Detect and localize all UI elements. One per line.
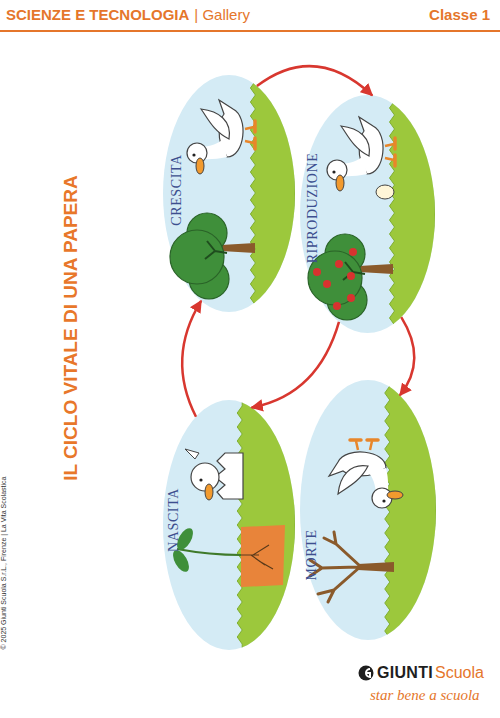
cycle-arrow xyxy=(252,322,339,408)
grass-fill xyxy=(250,75,295,312)
stage-oval: NASCITA xyxy=(163,400,295,650)
stage-oval: MORTE xyxy=(300,380,436,640)
cycle-arrow xyxy=(400,317,414,395)
logo-g-stroke xyxy=(366,669,370,677)
grass-fill xyxy=(237,400,295,650)
cycle-arrow xyxy=(182,301,201,417)
header-rule xyxy=(0,30,500,32)
sky-fill xyxy=(300,95,435,333)
logo-row: GIUNTIScuola xyxy=(377,664,484,682)
sky-fill xyxy=(300,380,436,640)
grass-fill xyxy=(390,95,436,333)
oval-shape xyxy=(300,380,436,640)
section-header: SCIENZE E TECNOLOGIA xyxy=(6,6,189,23)
header-row: SCIENZE E TECNOLOGIA | Gallery xyxy=(6,6,250,23)
cycle-arrow xyxy=(257,66,372,95)
stage-oval: CRESCITA xyxy=(163,75,295,312)
publisher-name-accent: Scuola xyxy=(435,664,484,682)
sky-fill xyxy=(163,400,295,650)
stage-label: CRESCITA xyxy=(169,154,185,225)
stage-label: RIPRODUZIONE xyxy=(305,153,321,264)
section-subheader: | Gallery xyxy=(194,6,250,23)
diagram-title: IL CICLO VITALE DI UNA PAPERA xyxy=(60,128,84,528)
copyright-note: © 2025 Giunti Scuola S.r.L., Firenze | L… xyxy=(0,403,12,718)
publisher-slogan: star bene a scuola xyxy=(370,687,480,704)
logo-mark xyxy=(359,666,374,681)
stage-label: MORTE xyxy=(304,529,320,580)
sky-fill xyxy=(163,75,295,312)
stage-oval: RIPRODUZIONE xyxy=(300,95,435,333)
grass-fill xyxy=(385,380,436,640)
class-label: Classe 1 xyxy=(429,6,490,23)
oval-shape xyxy=(163,400,295,650)
stage-label: NASCITA xyxy=(166,488,182,552)
oval-shape xyxy=(300,95,435,333)
publisher-name: GIUNTI xyxy=(377,664,433,682)
